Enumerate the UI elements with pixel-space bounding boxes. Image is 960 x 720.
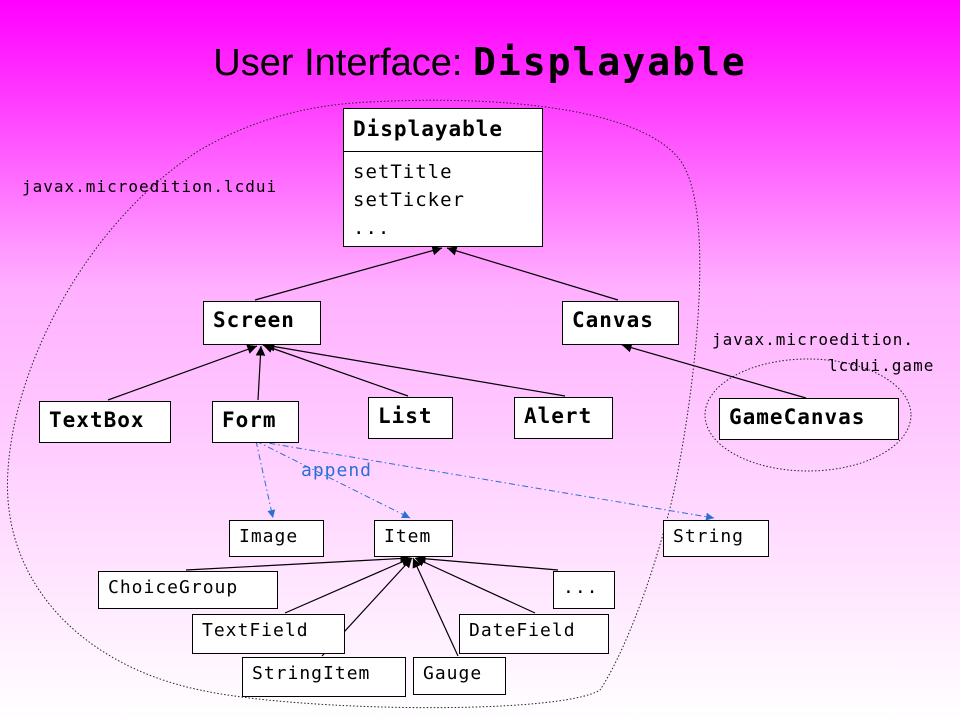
method-setticker: setTicker [353, 189, 465, 211]
textbox-to-screen-line [107, 344, 258, 401]
class-gamecanvas: GameCanvas [719, 398, 899, 440]
form-append-image-line [255, 440, 276, 519]
form-append-item-line [255, 440, 411, 519]
method-ellipsis: ... [353, 217, 391, 239]
game-package-label-line1: javax.microedition. [712, 330, 915, 349]
class-stringitem: StringItem [242, 657, 406, 697]
class-alert: Alert [514, 397, 613, 439]
lcdui-package-label: javax.microedition.lcdui [22, 177, 278, 196]
class-textfield: TextField [192, 614, 345, 654]
class-datefield: DateField [459, 614, 609, 654]
form-to-screen-line [255, 345, 266, 401]
textfield-to-item-line [284, 557, 412, 614]
ellipsis-to-item-line [415, 554, 559, 571]
form-append-string-line [255, 440, 715, 521]
alert-to-screen-line [264, 341, 566, 397]
list-to-screen-line [262, 343, 409, 397]
class-list: List [368, 397, 453, 439]
method-settitle: setTitle [353, 161, 453, 183]
displayable-class-name: Displayable [343, 108, 543, 152]
gauge-to-item-line [412, 557, 459, 657]
datefield-to-item-line [414, 557, 536, 614]
displayable-methods: setTitle setTicker ... [343, 151, 543, 247]
choicegroup-to-item-line [185, 553, 411, 571]
append-relation-label: append [301, 460, 373, 481]
gamecanvas-to-canvas-line [621, 343, 807, 399]
title-class-name: Displayable [473, 40, 747, 84]
game-package-boundary [704, 358, 912, 472]
class-ellipsis: ... [553, 571, 615, 609]
class-image: Image [229, 520, 324, 557]
lcdui-package-boundary [6, 99, 701, 709]
class-screen: Screen [203, 301, 321, 345]
game-package-label-line2: lcdui.game [828, 356, 935, 375]
class-form: Form [212, 401, 299, 443]
class-gauge: Gauge [413, 657, 506, 695]
screen-to-displayable-line [254, 245, 443, 301]
class-string: String [663, 520, 769, 557]
page-title: User Interface: Displayable [0, 40, 960, 85]
class-textbox: TextBox [39, 401, 171, 443]
class-choicegroup: ChoiceGroup [98, 571, 278, 609]
canvas-to-displayable-line [446, 246, 619, 301]
class-item: Item [374, 520, 453, 557]
class-canvas: Canvas [562, 301, 679, 345]
title-prefix: User Interface: [213, 42, 474, 84]
